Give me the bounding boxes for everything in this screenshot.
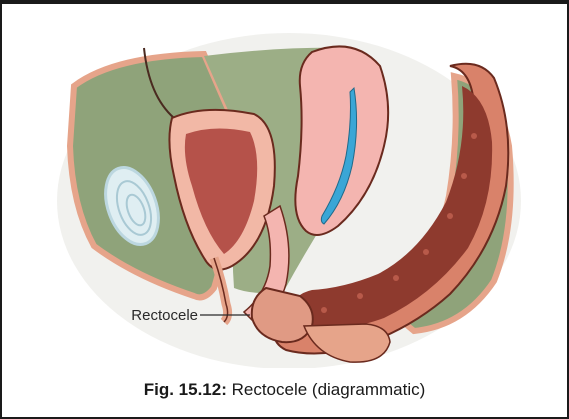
figure-caption: Fig. 15.12: Rectocele (diagrammatic) xyxy=(2,380,567,400)
rectocele-callout-label: Rectocele xyxy=(131,307,198,324)
caption-text: Rectocele (diagrammatic) xyxy=(232,380,426,399)
caption-label: Fig. 15.12: xyxy=(144,380,227,399)
rectocele-illustration: Rectocele xyxy=(54,26,524,368)
